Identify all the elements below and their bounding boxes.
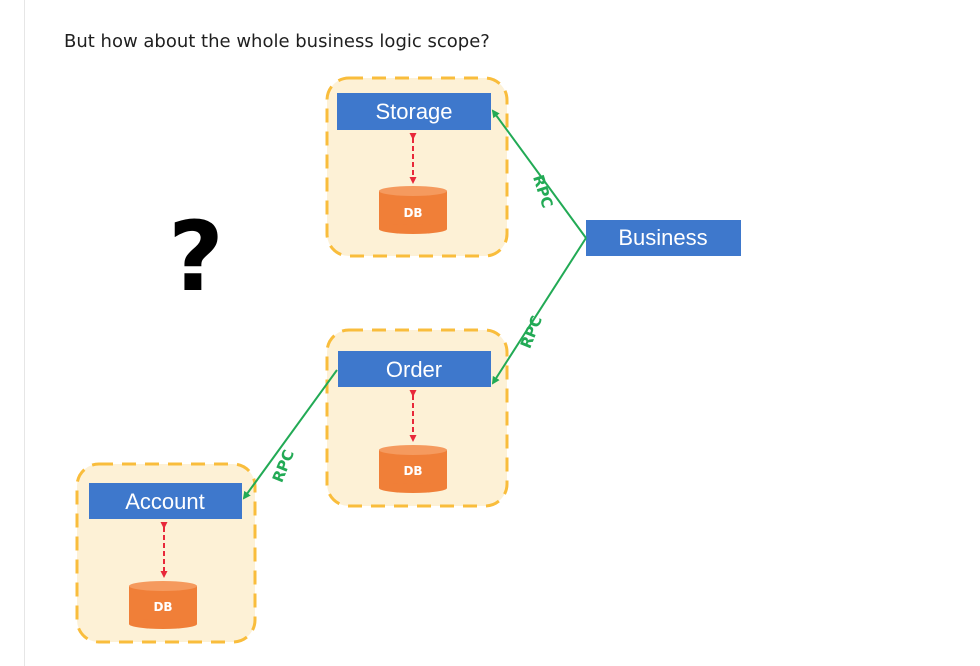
storage-db-icon [379, 186, 447, 234]
order-service-label: Order [386, 357, 442, 382]
content-left-border [24, 0, 25, 666]
account-db-label: DB [153, 600, 172, 614]
question-mark: ? [168, 201, 224, 313]
rpc-business-to-storage [491, 109, 587, 239]
order-db-label: DB [403, 464, 422, 478]
account-service-label: Account [125, 489, 205, 514]
business-service-label: Business [618, 225, 707, 250]
order-service-box [338, 351, 491, 387]
account-db-icon [129, 581, 197, 629]
order-db-icon [379, 445, 447, 493]
storage-service-label: Storage [375, 99, 452, 124]
account-service-box [89, 483, 242, 519]
rpc-label-storage: RPC [529, 173, 556, 210]
storage-db-label: DB [403, 206, 422, 220]
section-question: But how about the whole business logic s… [64, 31, 490, 52]
storage-service-box [337, 93, 491, 130]
rpc-order-to-account [242, 369, 338, 500]
business-service-box [586, 220, 741, 256]
rpc-label-order: RPC [517, 313, 546, 351]
rpc-label-account: RPC [269, 447, 298, 485]
rpc-business-to-order [491, 237, 587, 385]
